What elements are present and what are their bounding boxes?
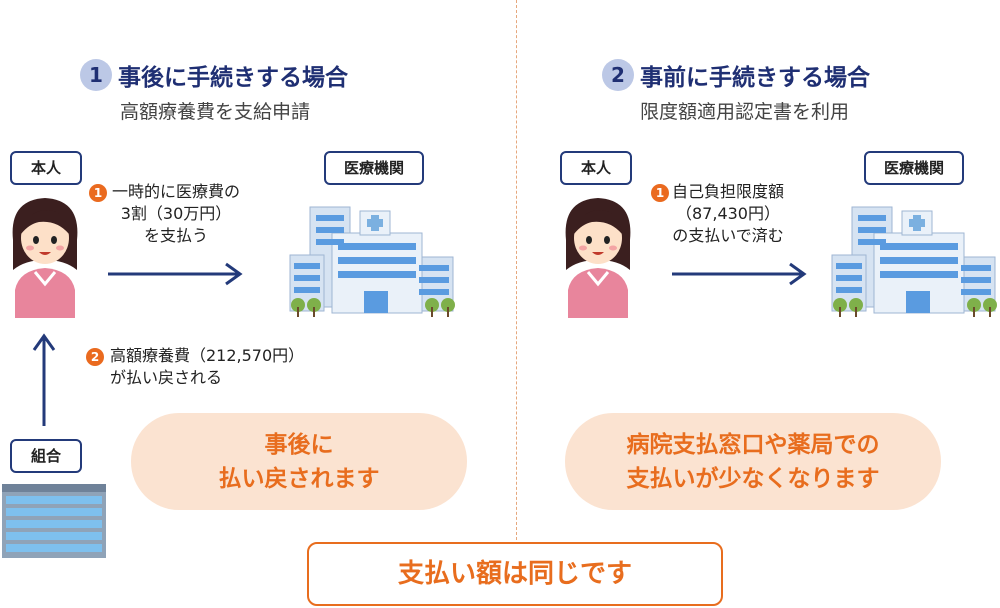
left-hospital-label: 医療機関 <box>324 151 424 185</box>
left-result-pill: 事後に 払い戻されます <box>131 413 467 510</box>
summary-box: 支払い額は同じです <box>307 542 723 606</box>
left-step2-text: 高額療養費（212,570円） が払い戻される <box>110 345 304 389</box>
person-icon <box>12 198 78 318</box>
left-result-line: 事後に <box>264 431 334 458</box>
right-step1-line: （87,430円） <box>676 204 780 223</box>
left-title: 事後に手続きする場合 <box>118 65 348 91</box>
office-building-icon <box>2 484 106 558</box>
left-step1-line: 一時的に医療費の <box>112 182 241 201</box>
right-hospital-label: 医療機関 <box>864 151 964 185</box>
right-step1-line: の支払いで済む <box>672 226 784 245</box>
left-step2-line: が払い戻される <box>110 368 223 387</box>
hospital-icon <box>831 206 997 317</box>
hospital-icon <box>289 206 455 317</box>
right-number-badge: 2 <box>602 59 634 91</box>
left-result-line: 払い戻されます <box>218 465 380 492</box>
left-step1-line: 3割（30万円） <box>120 204 232 223</box>
arrow-up-icon <box>32 333 56 426</box>
right-result-pill: 病院支払窓口や薬局での 支払いが少なくなります <box>565 413 941 510</box>
left-subtitle: 高額療養費を支給申請 <box>120 101 311 123</box>
left-step1-text: 一時的に医療費の 3割（30万円） を支払う <box>112 181 240 247</box>
right-step1-badge: 1 <box>651 184 669 202</box>
left-step2-badge: 2 <box>86 348 104 366</box>
left-number-badge: 1 <box>80 59 112 91</box>
right-heading: 2 事前に手続きする場合 <box>602 58 870 92</box>
person-icon <box>565 198 631 318</box>
left-step2-line: 高額療養費（212,570円） <box>110 346 305 365</box>
left-heading: 1 事後に手続きする場合 <box>80 58 348 92</box>
right-step1-text: 自己負担限度額 （87,430円） の支払いで済む <box>672 181 784 247</box>
right-subtitle: 限度額適用認定書を利用 <box>640 101 850 123</box>
right-person-label: 本人 <box>560 151 632 185</box>
right-title: 事前に手続きする場合 <box>640 65 870 91</box>
right-result-line: 支払いが少なくなります <box>626 465 880 492</box>
left-step1-badge: 1 <box>89 184 107 202</box>
left-person-label: 本人 <box>10 151 82 185</box>
left-step1-line: を支払う <box>144 226 209 245</box>
union-label: 組合 <box>10 439 82 473</box>
arrow-right-icon <box>108 262 243 286</box>
column-divider <box>516 0 517 540</box>
right-step1-line: 自己負担限度額 <box>672 182 785 201</box>
arrow-right-icon <box>672 262 807 286</box>
right-result-line: 病院支払窓口や薬局での <box>626 431 880 458</box>
